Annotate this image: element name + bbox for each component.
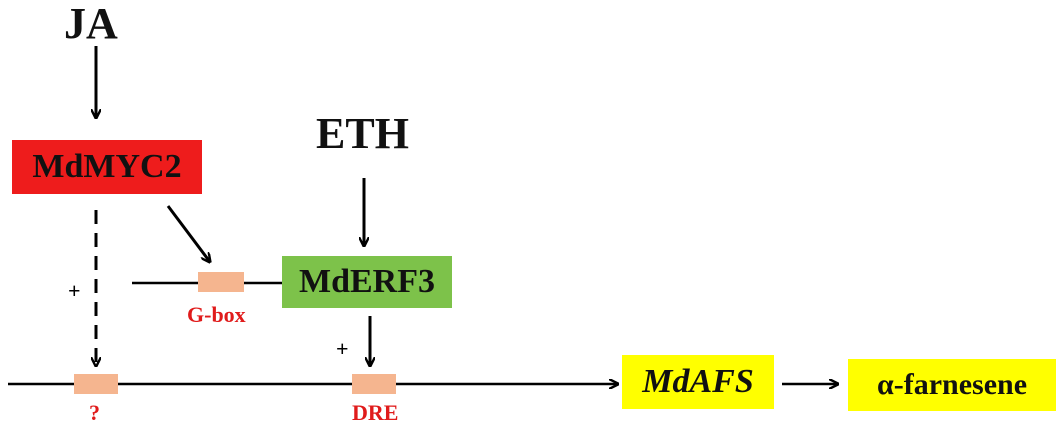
myc2-positive-effect-sign: + [68,278,81,303]
farnesene-label: α-farnesene [876,368,1028,401]
gbox-element [198,272,244,292]
gbox-label: G-box [187,302,246,327]
dre-element [352,374,396,394]
mderf3-label: MdERF3 [299,263,435,300]
mdafs-label: MdAFS [642,363,754,400]
dre-label: DRE [352,400,399,425]
mdmyc2-to-gbox-arrow [166,205,210,262]
unknown-element [74,374,118,394]
mdmyc2-label: MdMYC2 [32,148,182,185]
mdmyc2-node: MdMYC2 [12,140,202,194]
eth-signal-label: ETH [316,109,409,158]
erf3-positive-effect-sign: + [336,336,349,361]
mdafs-gene-node: MdAFS [622,355,774,409]
farnesene-node: α-farnesene [848,359,1056,411]
unknown-element-label: ? [89,400,100,425]
mderf3-node: MdERF3 [282,256,452,308]
ja-signal-label: JA [64,0,118,48]
